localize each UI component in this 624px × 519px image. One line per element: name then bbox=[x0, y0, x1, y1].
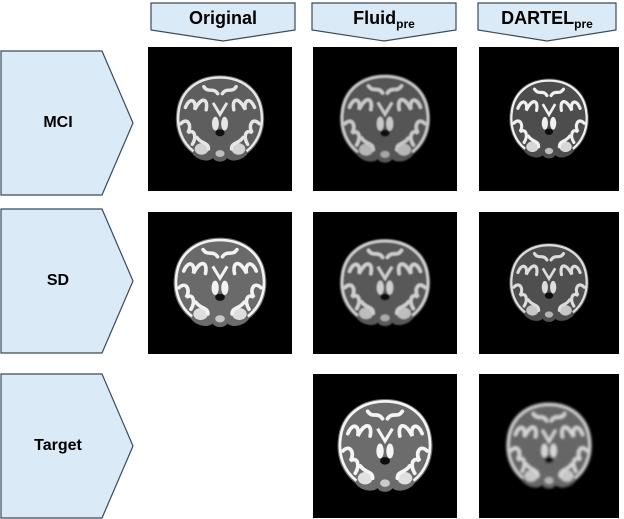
brain-scan-sd-fluid bbox=[313, 212, 457, 354]
column-label: DARTEL bbox=[501, 8, 575, 28]
column-subscript: pre bbox=[574, 17, 593, 31]
row-label-text: SD bbox=[46, 272, 70, 289]
brain-scan-mci-fluid bbox=[313, 47, 457, 191]
column-label: Fluid bbox=[353, 8, 397, 28]
column-header-original: Original bbox=[150, 2, 296, 42]
row-label-mci: MCI bbox=[0, 50, 134, 196]
brain-scan-sd-dartel bbox=[479, 212, 619, 354]
row-label-text: Target bbox=[34, 437, 82, 454]
brain-scan-target-fluid bbox=[313, 374, 457, 518]
row-label-sd: SD bbox=[0, 208, 134, 354]
brain-scan-target-dartel bbox=[479, 374, 619, 518]
column-header-fluid: Fluidpre bbox=[311, 2, 457, 42]
column-subscript: pre bbox=[396, 17, 415, 31]
brain-scan-mci-original bbox=[148, 47, 292, 191]
row-label-text: MCI bbox=[43, 114, 73, 131]
column-label: Original bbox=[188, 8, 257, 28]
row-label-target: Target bbox=[0, 373, 134, 519]
column-header-dartel: DARTELpre bbox=[477, 2, 617, 42]
brain-scan-mci-dartel bbox=[479, 47, 619, 191]
brain-scan-sd-original bbox=[148, 212, 292, 354]
